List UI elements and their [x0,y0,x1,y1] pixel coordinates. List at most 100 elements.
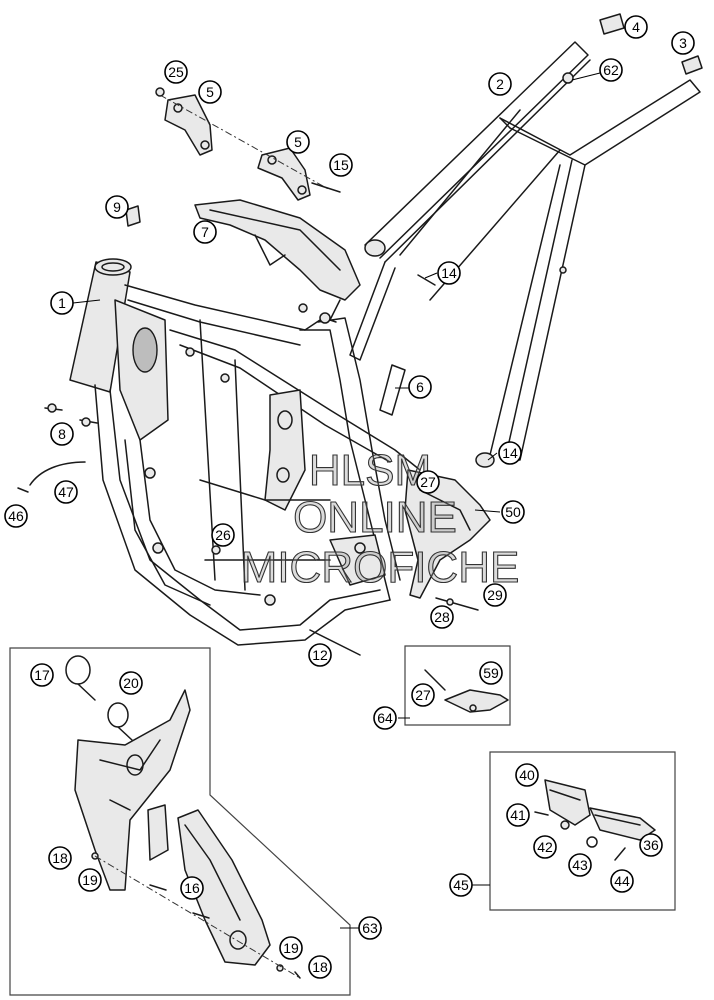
cap-part-3 [681,55,703,75]
callout-40: 40 [515,763,539,787]
callout-7: 7 [193,220,217,244]
washer-28-bolt-29 [435,597,479,611]
callout-label: 19 [82,872,98,888]
callout-18b: 18 [308,955,332,979]
plug-9 [125,205,141,227]
callout-16: 16 [180,876,204,900]
callout-14a: 14 [437,261,461,285]
callout-1: 1 [50,291,74,315]
callout-label: 4 [632,19,640,35]
callouts: 1 2 3 4 5 5 6 7 8 9 12 14 14 15 16 17 18… [4,15,695,979]
callout-label: 28 [434,609,450,625]
callout-41: 41 [506,803,530,827]
callout-14b: 14 [498,441,522,465]
callout-label: 40 [519,767,535,783]
callout-label: 63 [362,920,378,936]
callout-label: 12 [312,647,328,663]
callout-label: 36 [643,837,659,853]
bolt-14 [417,274,436,286]
bracket-axis-line [159,94,331,191]
callout-3: 3 [671,31,695,55]
callout-label: 18 [312,959,328,975]
clip-46 [17,487,29,493]
frame-guard-plate [194,199,361,323]
callout-label: 15 [333,157,349,173]
callout-label: 1 [58,295,66,311]
callout-20: 20 [119,671,143,695]
callout-label: 45 [453,877,469,893]
callout-label: 7 [201,224,209,240]
callout-26: 26 [211,523,235,547]
nut-25 [155,87,165,97]
callout-36: 36 [639,833,663,857]
callout-6: 6 [408,375,432,399]
callout-label: 25 [168,64,184,80]
callout-label: 8 [58,426,66,442]
callout-label: 9 [113,199,121,215]
callout-8: 8 [50,422,74,446]
callout-5a: 5 [198,80,222,104]
watermark: HLSM ONLINE MICROFICHE [240,445,520,592]
callout-label: 27 [415,687,431,703]
callout-44: 44 [610,869,634,893]
group-box-64 [404,645,511,726]
callout-label: 5 [206,84,214,100]
callout-12: 12 [308,643,332,667]
watermark-line3: MICROFICHE [241,543,520,592]
callout-18a: 18 [48,846,72,870]
callout-label: 47 [58,484,74,500]
main-frame [69,258,421,646]
group-box-63 [9,647,351,996]
group-box-45 [489,751,676,911]
callout-label: 46 [8,508,24,524]
callout-label: 27 [420,474,436,490]
callout-label: 26 [215,527,231,543]
callout-25: 25 [164,60,188,84]
callout-28: 28 [430,605,454,629]
callout-label: 2 [496,76,504,92]
callout-19b: 19 [279,936,303,960]
callout-62: 62 [599,58,623,82]
callout-label: 29 [487,587,503,603]
callout-label: 14 [441,265,457,281]
callout-label: 64 [377,710,393,726]
callout-29: 29 [483,583,507,607]
callout-label: 19 [283,940,299,956]
callout-43: 43 [568,853,592,877]
side-stand-bracket [404,469,491,599]
callout-27b: 27 [411,683,435,707]
bolts-8 [44,403,98,427]
callout-label: 62 [603,62,619,78]
bolt-12 [309,629,361,656]
callout-label: 50 [505,504,521,520]
callout-15: 15 [329,153,353,177]
nut-26 [211,545,221,555]
callout-label: 20 [123,675,139,691]
engine-bracket-lower [257,147,311,201]
callout-4: 4 [624,15,648,39]
callout-46: 46 [4,504,28,528]
callout-47: 47 [54,480,78,504]
callout-50: 50 [501,500,525,524]
callout-59: 59 [479,661,503,685]
callout-label: 5 [294,134,302,150]
callout-64: 64 [373,706,397,730]
callout-17: 17 [30,663,54,687]
callout-label: 59 [483,665,499,681]
strap-6 [379,364,406,416]
callout-63: 63 [358,916,382,940]
callout-label: 6 [416,379,424,395]
watermark-line2: ONLINE [293,493,457,542]
callout-27a: 27 [416,470,440,494]
callout-5b: 5 [286,130,310,154]
hose-47 [29,461,86,486]
engine-bracket-upper [164,94,213,156]
bolt-15 [311,182,341,193]
callout-label: 41 [510,807,526,823]
callout-label: 42 [537,839,553,855]
callout-label: 18 [52,850,68,866]
subframe [349,41,701,468]
callout-label: 14 [502,445,518,461]
callout-label: 3 [679,35,687,51]
